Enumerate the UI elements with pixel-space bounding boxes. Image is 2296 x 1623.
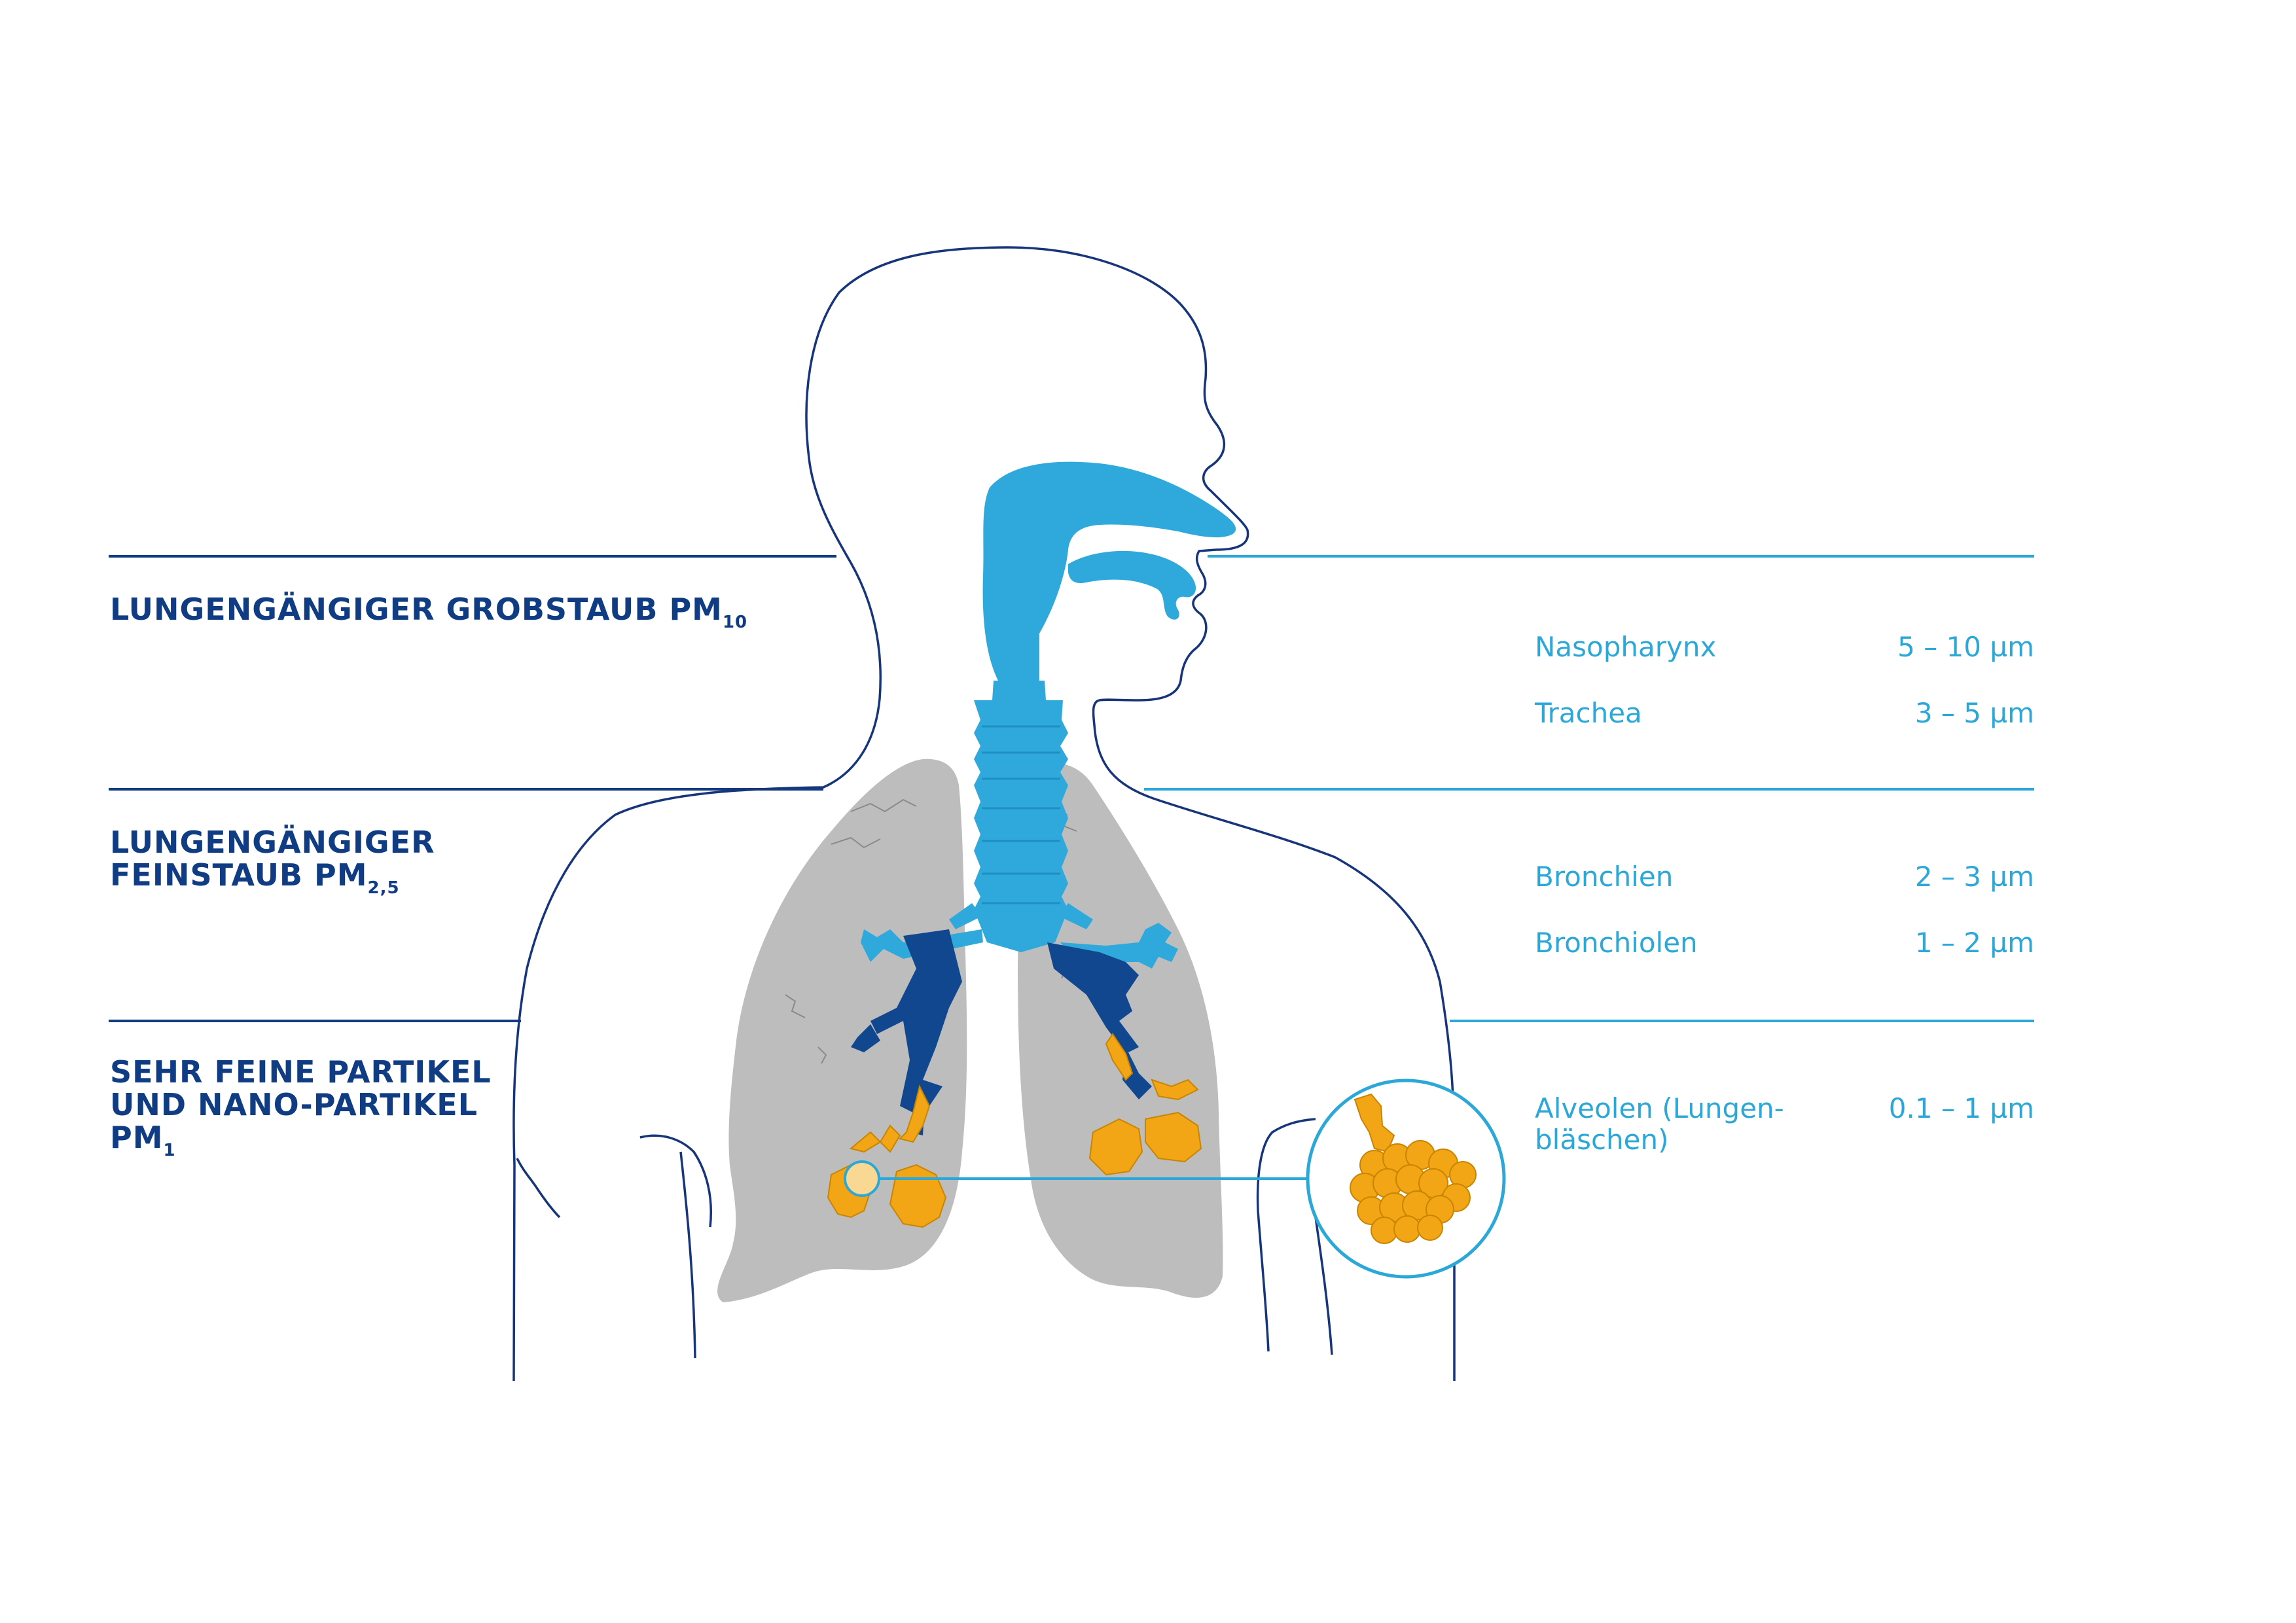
region-bronchien-name: Bronchien [1535, 861, 1674, 893]
category-pm1-line1: SEHR FEINE PARTIKEL [110, 1054, 492, 1090]
alveoli-right-duct [1105, 1033, 1134, 1081]
oral-cavity [1068, 550, 1196, 620]
alveoli-right-cluster-1 [1088, 1118, 1143, 1176]
category-pm10-subscript: 10 [722, 613, 748, 632]
category-pm1-line3: PM [110, 1120, 164, 1155]
alveoli-clusters [827, 1033, 1202, 1228]
category-pm25-subscript: 2,5 [367, 878, 400, 898]
right-main-bronchus-dark [1047, 942, 1139, 1054]
carina-left-branch [949, 903, 982, 929]
alveoli-left-branch [849, 1124, 901, 1153]
lungs-icon [717, 758, 1223, 1302]
left-lung [717, 758, 967, 1302]
right-arm-inner-outline [1314, 1217, 1333, 1355]
region-nasopharynx-size: 5 – 10 µm [1897, 631, 2034, 663]
category-pm1-line2: UND NANO-PARTIKEL [110, 1087, 478, 1122]
alveoli-left-cluster-2 [889, 1164, 947, 1228]
magnified-alveolus-duct [1354, 1093, 1395, 1153]
alveolus-sac [1393, 1215, 1421, 1243]
region-alveolen-name-line1: Alveolen (Lungen- [1535, 1092, 1784, 1124]
region-alveolen-size: 0.1 – 1 µm [1888, 1092, 2034, 1124]
region-trachea-name: Trachea [1535, 697, 1642, 729]
right-bronchiole-branches [1122, 1047, 1152, 1099]
alveoli-left-duct [899, 1084, 931, 1143]
human-silhouette-icon [512, 246, 1456, 1382]
alveoli-right-cluster-2 [1145, 1111, 1202, 1163]
alveolus-sac [1371, 1217, 1398, 1244]
category-pm1-label: SEHR FEINE PARTIKEL UND NANO-PARTIKEL PM… [110, 1056, 492, 1167]
separator-lines [109, 555, 2034, 1022]
bronchi-right [1047, 923, 1178, 1099]
region-trachea-size: 3 – 5 µm [1914, 697, 2034, 729]
trachea-rings [982, 725, 1060, 904]
region-alveolen-name: Alveolen (Lungen- bläschen) [1535, 1093, 1842, 1156]
airway-icon [949, 461, 1236, 952]
left-arm-outline [639, 1134, 713, 1228]
region-bronchien-size: 2 – 3 µm [1914, 861, 2034, 893]
left-main-bronchus-dark [870, 929, 962, 1113]
silhouette-head-body-outline [512, 246, 1456, 1382]
nasal-cavity [982, 461, 1236, 687]
alveoli-right-branch [1151, 1079, 1199, 1101]
category-pm25-label: LUNGENGÄNGIGER FEINSTAUB PM2,5 [110, 826, 435, 904]
category-pm10-text: LUNGENGÄNGIGER GROBSTAUB PM [110, 592, 723, 627]
carina-right-branch [1059, 903, 1093, 929]
category-pm25-line2: FEINSTAUB PM [110, 857, 368, 893]
region-alveolen-name-line2: bläschen) [1535, 1124, 1669, 1156]
alveolus-sac [1417, 1215, 1443, 1241]
lung-texture-left [785, 798, 917, 1064]
left-torso-outline [679, 1151, 696, 1359]
region-bronchiolen-size: 1 – 2 µm [1914, 927, 2034, 959]
trachea [974, 700, 1068, 952]
region-nasopharynx-name: Nasopharynx [1535, 631, 1717, 663]
left-armpit-outline [516, 1158, 561, 1219]
category-pm1-subscript: 1 [163, 1141, 176, 1160]
category-pm25-line1: LUNGENGÄNGIGER [110, 825, 435, 860]
magnified-alveoli-sacs [1350, 1140, 1477, 1244]
region-bronchiolen-name: Bronchiolen [1535, 927, 1698, 959]
alveoli-magnifier-icon [844, 1079, 1506, 1279]
category-pm10-label: LUNGENGÄNGIGER GROBSTAUB PM10 [110, 593, 747, 639]
pharynx [992, 681, 1046, 700]
right-arm-outline [1256, 1118, 1316, 1352]
alveoli-highlight-circle [844, 1160, 880, 1197]
